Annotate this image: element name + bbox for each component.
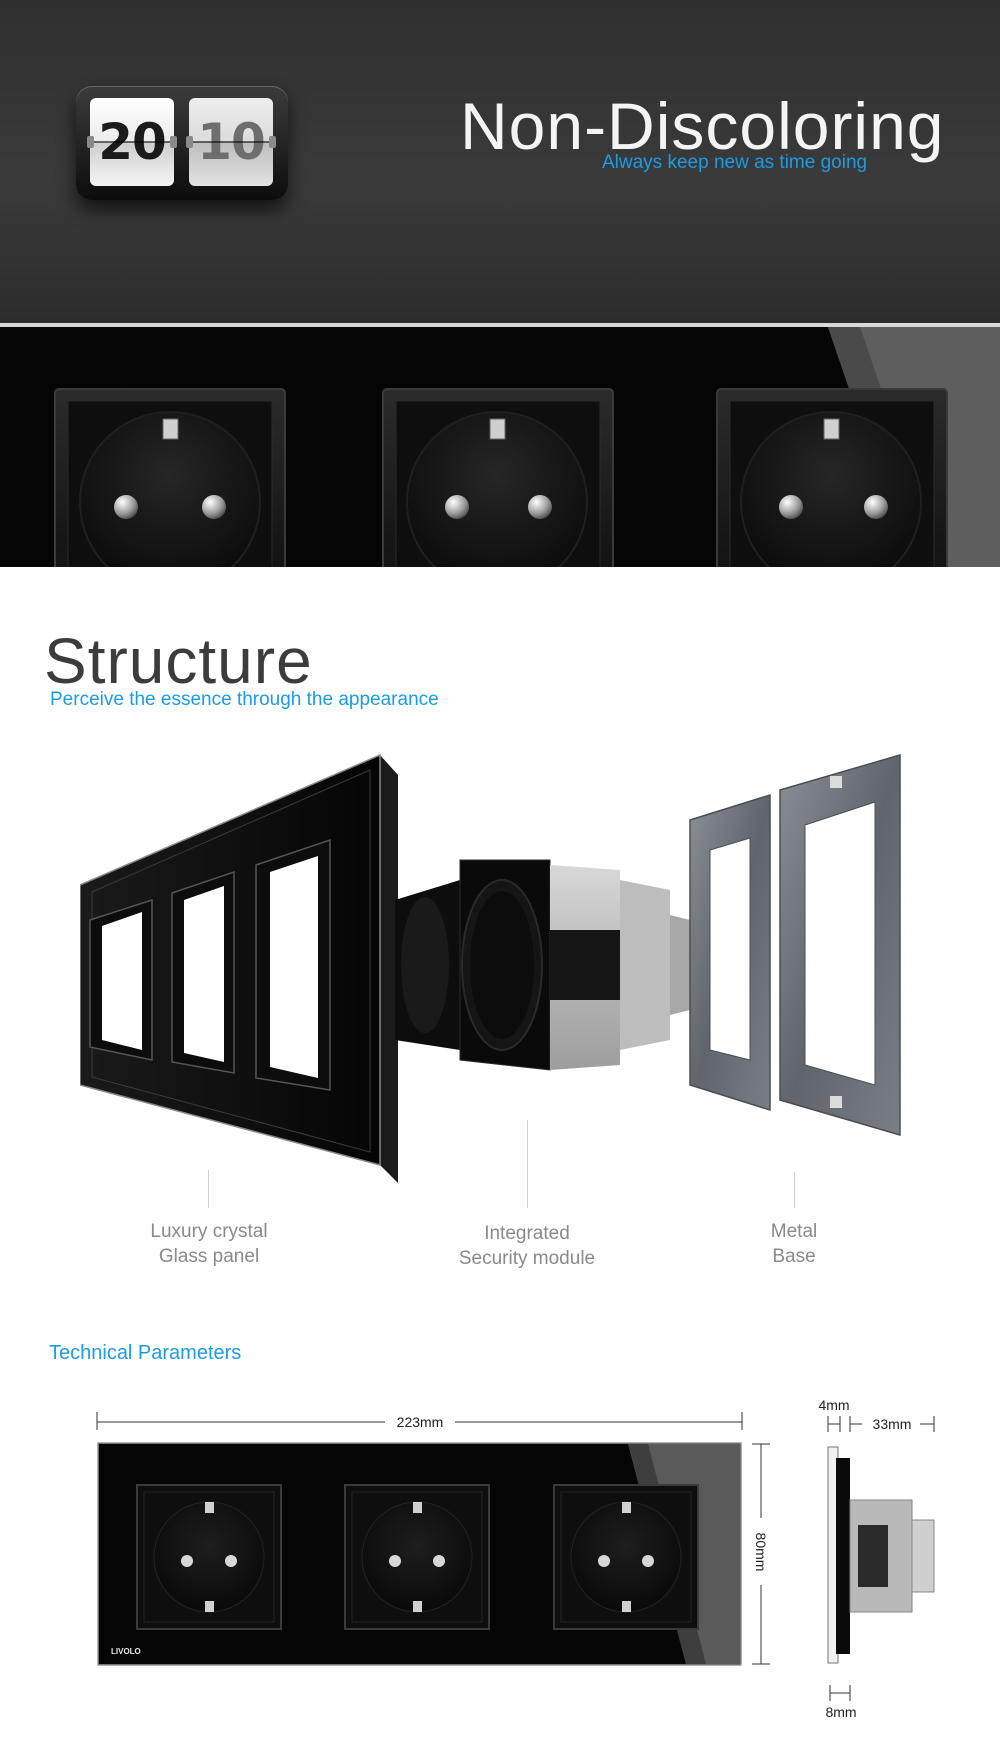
- structure-title: Structure: [44, 625, 313, 697]
- socket-icon: [136, 1484, 282, 1630]
- part-label-metal-base: Metal Base: [664, 1219, 924, 1269]
- socket-icon: [344, 1484, 490, 1630]
- banner-divider: [0, 323, 1000, 327]
- depth-dimension: 33mm: [849, 1416, 935, 1432]
- part-label-line: Glass panel: [158, 1246, 260, 1267]
- part-label-line: Integrated: [484, 1223, 570, 1244]
- flip-card-hours: 20: [87, 98, 177, 186]
- socket-icon: [553, 1484, 699, 1630]
- width-dimension: 223mm: [96, 1412, 743, 1430]
- part-label-line: Base: [772, 1246, 816, 1267]
- technical-drawing: 223mm: [96, 1397, 935, 1720]
- flip-clock-icon: 20 10: [76, 86, 288, 200]
- banner-subtitle: Always keep new as time going: [602, 152, 868, 173]
- technical-parameters-title: Technical Parameters: [49, 1342, 242, 1364]
- socket-icon: [716, 388, 948, 567]
- flip-card-minutes: 10: [186, 98, 276, 186]
- width-label: 223mm: [397, 1414, 444, 1430]
- height-dimension: 80mm: [752, 1443, 770, 1665]
- glass-thickness-label: 4mm: [818, 1397, 849, 1413]
- banner-title: Non-Discoloring: [460, 89, 945, 163]
- part-label-line: Security module: [458, 1248, 596, 1269]
- socket-closeup-strip: [0, 327, 1000, 567]
- part-label-security-module: Integrated Security module: [397, 1221, 657, 1271]
- socket-icon: [382, 388, 614, 567]
- glass-panel-icon: [80, 753, 398, 1183]
- part-label-line: Luxury crystal: [150, 1221, 268, 1242]
- frame-thickness-label: 8mm: [825, 1704, 856, 1720]
- exploded-structure-diagram: [80, 753, 901, 1183]
- depth-label: 33mm: [873, 1416, 912, 1432]
- non-discoloring-banner: 20 10 Non-Discoloring Always keep new as…: [0, 0, 1000, 323]
- part-label-glass-panel: Luxury crystal Glass panel: [79, 1219, 339, 1269]
- structure-subtitle: Perceive the essence through the appeara…: [50, 689, 439, 710]
- metal-base-icon: [689, 754, 901, 1136]
- security-module-icon: [395, 859, 690, 1071]
- brand-logo: LIVOLO: [111, 1647, 141, 1656]
- front-panel-icon: LIVOLO: [97, 1442, 742, 1666]
- socket-closeup-image: [54, 327, 1000, 567]
- part-label-line: Metal: [770, 1221, 818, 1242]
- side-view-icon: [827, 1446, 935, 1664]
- frame-thickness-dimension: 8mm: [825, 1685, 857, 1720]
- glass-thickness-dimension: [827, 1416, 841, 1432]
- height-label: 80mm: [753, 1533, 769, 1572]
- socket-icon: [54, 388, 286, 567]
